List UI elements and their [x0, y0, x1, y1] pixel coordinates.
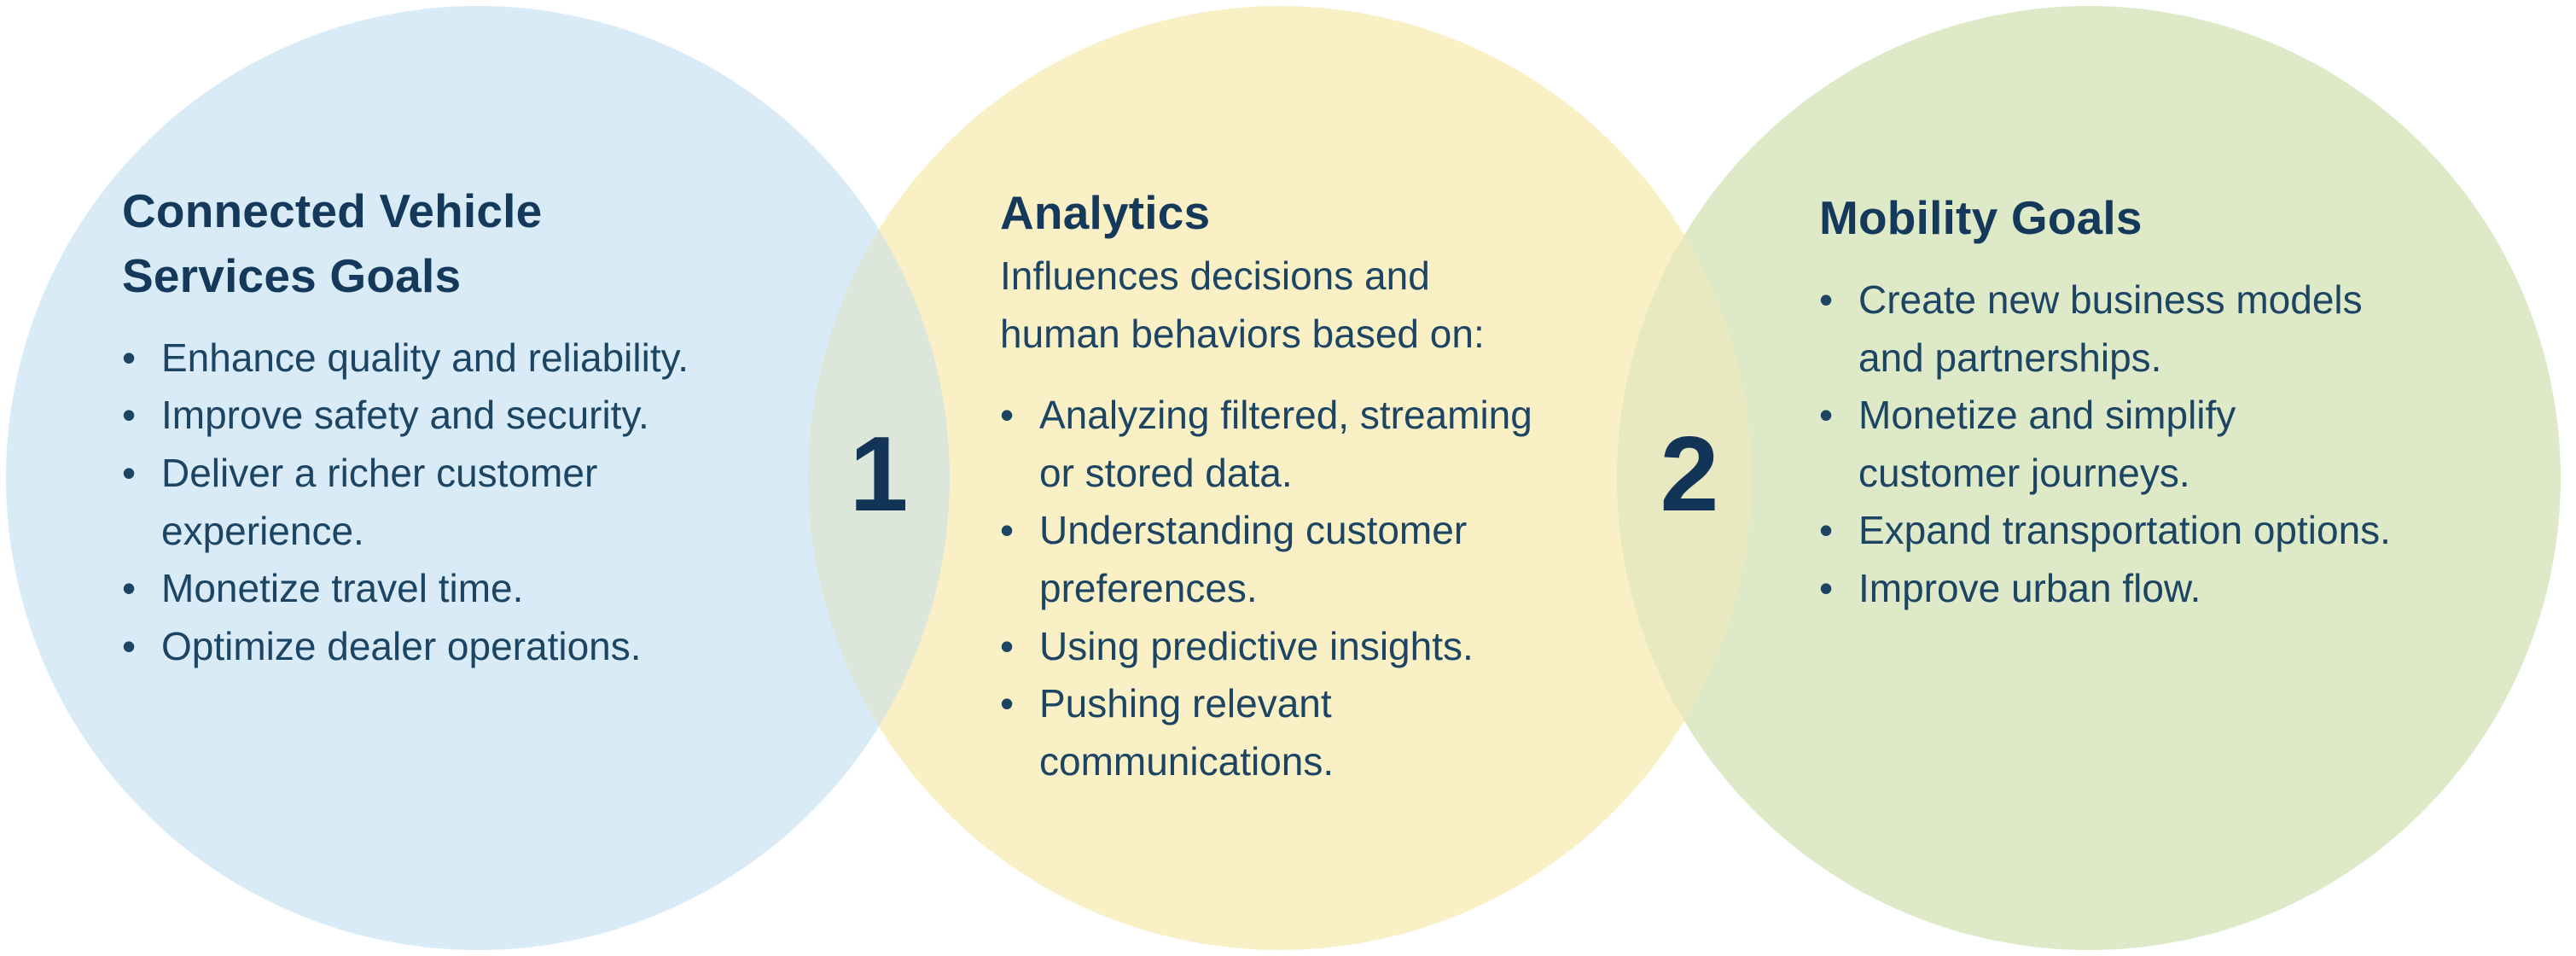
bullet-item: Deliver a richer customer experience. [122, 445, 805, 560]
bullet-item: Expand transportation options. [1819, 502, 2408, 560]
panel-subtitle: Influences decisions and human behaviors… [1000, 253, 1485, 356]
panel-mobility-goals: Mobility Goals Create new business model… [1819, 186, 2408, 618]
bullet-item: Monetize travel time. [122, 560, 805, 618]
panel-title: Analytics [1000, 186, 1211, 239]
bullet-list: Create new business models and partnersh… [1819, 271, 2408, 618]
overlap-number-2: 2 [1660, 416, 1719, 533]
bullet-item: Optimize dealer operations. [122, 618, 805, 676]
bullet-item: Analyzing filtered, streaming or stored … [1000, 387, 1546, 502]
bullet-item: Understanding customer preferences. [1000, 502, 1546, 617]
bullet-list: Analyzing filtered, streaming or stored … [1000, 387, 1546, 790]
bullet-item: Enhance quality and reliability. [122, 329, 805, 388]
panel-title: Mobility Goals [1819, 191, 2143, 244]
bullet-item: Pushing relevant communications. [1000, 675, 1546, 790]
bullet-item: Create new business models and partnersh… [1819, 271, 2408, 387]
panel-title: Connected Vehicle Services Goals [122, 184, 543, 302]
bullet-item: Monetize and simplify customer journeys. [1819, 387, 2408, 502]
bullet-item: Improve urban flow. [1819, 560, 2408, 618]
panel-analytics: Analytics Influences decisions and human… [1000, 181, 1546, 790]
overlap-number-1: 1 [849, 416, 909, 533]
bullet-item: Improve safety and security. [122, 387, 805, 445]
bullet-item: Using predictive insights. [1000, 618, 1546, 676]
panel-connected-vehicle: Connected Vehicle Services Goals Enhance… [122, 179, 805, 675]
bullet-list: Enhance quality and reliability. Improve… [122, 329, 805, 676]
